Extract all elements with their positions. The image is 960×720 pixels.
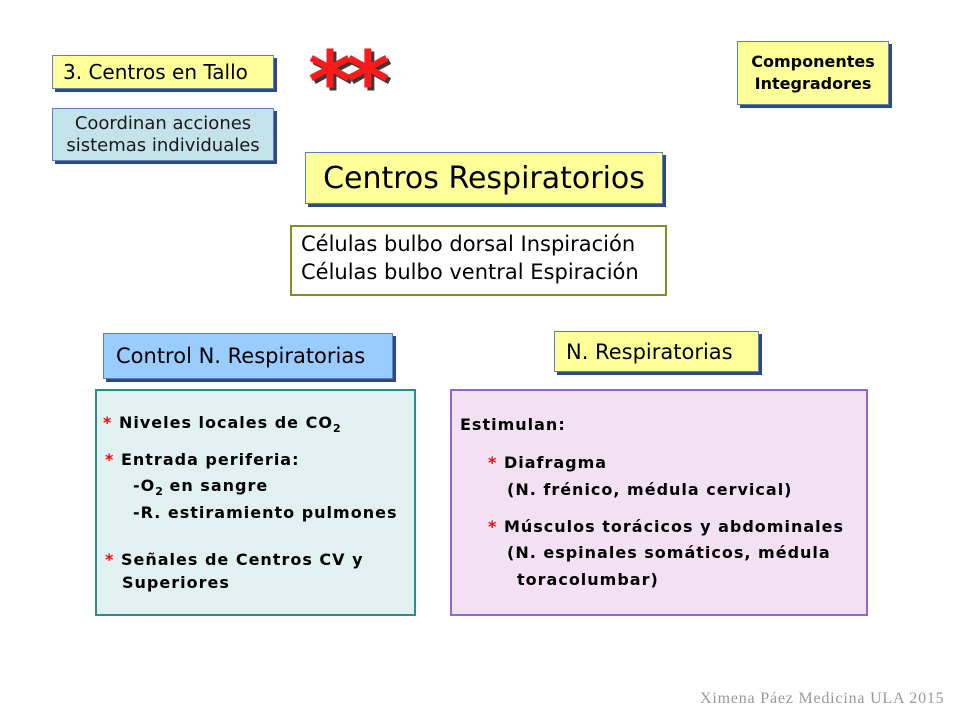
co2-subscript: 2 xyxy=(332,422,341,435)
muscles-detail-line-1: (N. espinales somáticos, médula xyxy=(507,543,831,562)
coordination-note-line-1: Coordinan acciones xyxy=(74,112,252,134)
main-title-box: Centros Respiratorios xyxy=(305,152,663,204)
o2-pre: -O xyxy=(133,476,156,495)
muscles-detail-line-2: toracolumbar) xyxy=(517,570,659,589)
emphasis-mark: ** xyxy=(308,33,390,131)
main-title: Centros Respiratorios xyxy=(323,160,645,196)
neurons-item-muscles: * Músculos torácicos y abdominales xyxy=(488,517,844,537)
coordination-note-line-2: sistemas individuales xyxy=(66,134,260,156)
neurons-box: Estimulan: * Diafragma (N. frénico, médu… xyxy=(450,389,868,616)
o2-post: en sangre xyxy=(162,476,269,495)
control-header: Control N. Respiratorias xyxy=(116,344,366,368)
periphery-stretch-line: -R. estiramiento pulmones xyxy=(133,503,398,522)
coordination-note-box: Coordinan acciones sistemas individuales xyxy=(52,108,274,161)
control-box: * Niveles locales de CO2 * Entrada perif… xyxy=(95,389,416,616)
cells-box: Células bulbo dorsal Inspiración Células… xyxy=(290,225,667,296)
diaphragm-title: Diafragma xyxy=(503,453,608,472)
control-item-co2: * Niveles locales de CO2 xyxy=(103,413,341,435)
section-label: 3. Centros en Tallo xyxy=(63,60,248,84)
section-label-box: 3. Centros en Tallo xyxy=(52,55,274,89)
co2-text: Niveles locales de CO xyxy=(118,413,333,432)
periphery-title: Entrada periferia: xyxy=(120,450,300,469)
neurons-header: N. Respiratorias xyxy=(566,339,733,364)
components-label-line-2: Integradores xyxy=(754,74,872,93)
control-item-periphery: * Entrada periferia: xyxy=(105,450,300,470)
o2-subscript: 2 xyxy=(155,485,163,498)
signals-line-1: Señales de Centros CV y xyxy=(120,550,364,569)
neurons-header-box: N. Respiratorias xyxy=(554,331,759,372)
bullet-asterisk: * xyxy=(103,413,113,432)
control-item-signals: * Señales de Centros CV y xyxy=(105,550,364,570)
neurons-intro: Estimulan: xyxy=(460,415,566,434)
bullet-asterisk: * xyxy=(488,453,498,472)
control-header-box: Control N. Respiratorias xyxy=(103,333,393,379)
diaphragm-detail: (N. frénico, médula cervical) xyxy=(507,480,793,499)
bullet-asterisk: * xyxy=(105,550,115,569)
muscles-title: Músculos torácicos y abdominales xyxy=(503,517,844,536)
cells-line-ventral: Células bulbo ventral Espiración xyxy=(301,260,639,284)
components-label-box: Componentes Integradores xyxy=(737,41,889,105)
cells-line-dorsal: Células bulbo dorsal Inspiración xyxy=(301,232,636,256)
components-label-line-1: Componentes xyxy=(751,52,875,71)
bullet-asterisk: * xyxy=(105,450,115,469)
footer-credit: Ximena Páez Medicina ULA 2015 xyxy=(700,690,945,707)
neurons-item-diaphragm: * Diafragma xyxy=(488,453,607,473)
bullet-asterisk: * xyxy=(488,517,498,536)
signals-line-2: Superiores xyxy=(122,573,230,592)
periphery-o2-line: -O2 en sangre xyxy=(133,476,269,498)
